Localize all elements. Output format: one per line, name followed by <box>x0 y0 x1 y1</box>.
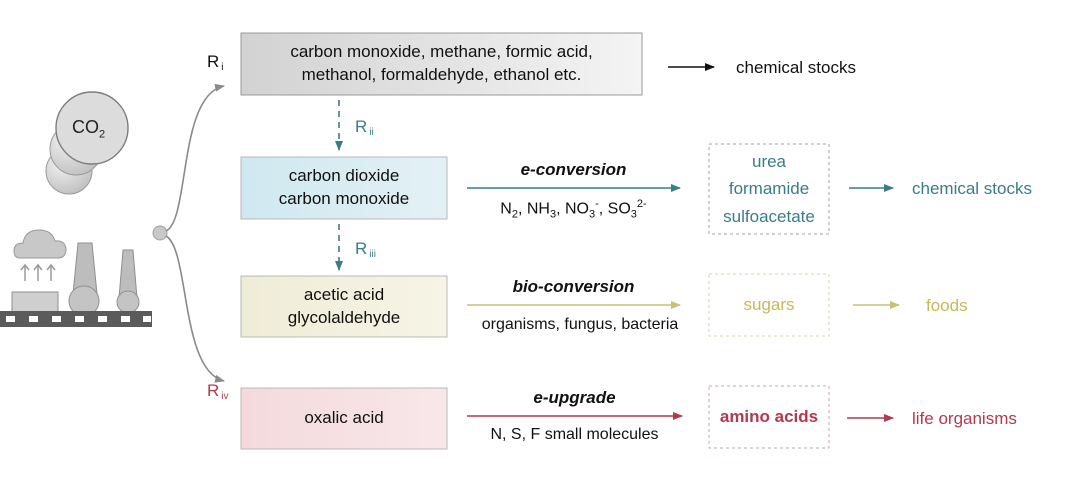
row3-product: sugars <box>709 274 829 336</box>
row3-product-frame <box>708 273 830 337</box>
row2-products: urea formamide sulfoacetate <box>709 144 829 234</box>
row4-line1: oxalic acid <box>304 408 384 428</box>
row2-line1: carbon dioxide <box>288 166 400 186</box>
row2-products-frame <box>708 143 830 235</box>
co2-bubbles-icon <box>45 91 129 195</box>
product-sulfoacetate: sulfoacetate <box>723 206 815 226</box>
row3-output-label: foods <box>926 296 968 315</box>
co2-text: CO <box>72 117 99 137</box>
product-formamide: formamide <box>728 179 810 199</box>
row1-line1: carbon monoxide, methane, formic acid, <box>290 42 593 62</box>
row4-box-bg <box>240 387 448 450</box>
product-amino-acids: amino acids <box>719 407 819 426</box>
co2-subscript: 2 <box>99 128 106 141</box>
row3-compounds-box: acetic acid glycolaldehyde <box>241 276 447 337</box>
row1-box-bg <box>240 32 643 96</box>
row1-line2: methanol, formaldehyde, ethanol etc. <box>301 65 582 84</box>
row4-reagents: N, S, F small molecules <box>490 426 659 443</box>
row2-process-label: e-conversion <box>520 160 627 179</box>
row3-process-label: bio-conversion <box>512 277 635 296</box>
branch-arrow-bottom <box>165 235 225 383</box>
row2-reagents: N2, NH3, NO3-, SO32- <box>500 198 647 221</box>
row4-compounds-box: oxalic acid <box>241 388 447 449</box>
source-node <box>152 225 168 241</box>
row3-box-bg <box>240 275 448 338</box>
co2-label: CO2 <box>72 117 105 141</box>
row2-output-label: chemical stocks <box>912 179 1032 198</box>
row2-line2: carbon monoxide <box>278 189 410 208</box>
row2-compounds-box: carbon dioxide carbon monoxide <box>241 157 447 219</box>
row4-output-label: life organisms <box>912 409 1017 428</box>
branch-arrow-top <box>165 83 225 232</box>
row3-line2: glycolaldehyde <box>287 307 401 327</box>
row4-product-frame <box>708 385 830 449</box>
row4-process-label: e-upgrade <box>533 388 616 407</box>
row3-reagents: organisms, fungus, bacteria <box>481 316 679 333</box>
row1-output-label: chemical stocks <box>736 58 856 77</box>
row1-compounds-box: carbon monoxide, methane, formic acid, m… <box>241 33 642 95</box>
row2-box-bg <box>240 156 448 220</box>
product-sugars: sugars <box>743 295 795 314</box>
row3-line1: acetic acid <box>303 284 385 304</box>
factory-icon <box>0 242 152 327</box>
emission-cloud-icon <box>13 229 67 281</box>
row4-product: amino acids <box>709 386 829 448</box>
product-urea: urea <box>751 152 787 172</box>
